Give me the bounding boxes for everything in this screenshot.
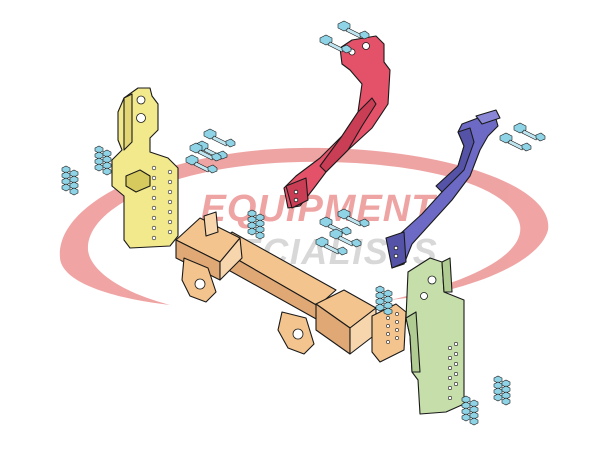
hardware-right-nuts-a: [375, 285, 393, 316]
top-push-arm: [283, 35, 391, 209]
main-crossbar: [175, 211, 407, 363]
hardware-left-nuts-b: [94, 145, 112, 176]
hardware-right-nuts-b: [493, 375, 511, 406]
watermark-line1: EQUIPMENT: [201, 188, 438, 230]
right-mount-plate: [405, 257, 465, 415]
right-push-arm: [385, 109, 501, 269]
hardware-left-nuts-a: [61, 165, 79, 196]
watermark-ring: [59, 147, 549, 305]
hardware-right-nuts-c: [461, 395, 479, 426]
hardware-right-bolts: [499, 122, 546, 152]
left-mount-plate: [111, 87, 179, 249]
